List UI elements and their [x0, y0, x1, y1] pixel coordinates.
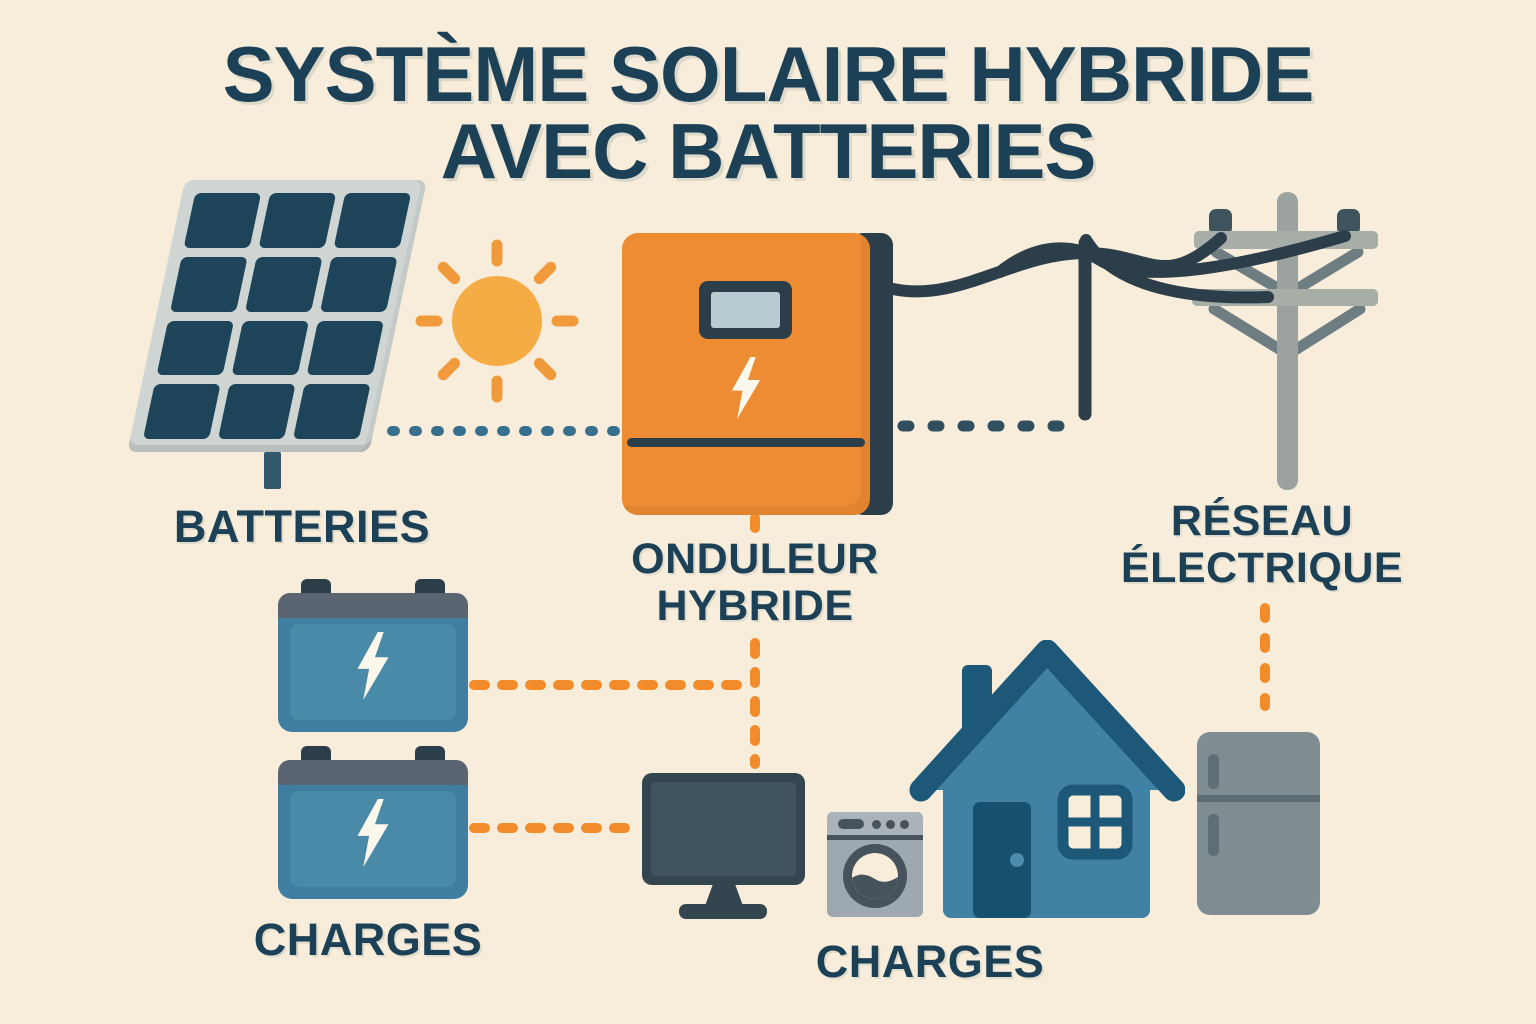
solar-cell — [258, 193, 337, 248]
house-door — [973, 802, 1031, 918]
solar-cell — [183, 193, 262, 248]
inverter-display-screen — [711, 292, 780, 328]
sun-rays — [415, 239, 579, 403]
lightning-bolt-icon — [357, 799, 389, 867]
grid-label-line1: RÉSEAU — [1170, 497, 1354, 545]
pole-brace — [1208, 303, 1290, 358]
door-knob — [1010, 853, 1024, 867]
inverter-label-line1: ONDULEUR — [631, 535, 879, 583]
sun-core — [452, 276, 542, 366]
monitor-base — [679, 904, 767, 919]
solar-cell — [320, 256, 398, 312]
solar-cell — [170, 256, 248, 312]
solar-cell — [292, 384, 371, 439]
solar-panel-stand — [264, 452, 281, 489]
solar-cell — [156, 320, 235, 376]
battery-terminal — [415, 746, 445, 764]
monitor-stand — [705, 885, 743, 906]
charges-left-label: CHARGES — [253, 914, 483, 965]
washer-panel-seam — [827, 835, 923, 840]
fridge-handle — [1208, 814, 1219, 856]
monitor-screen — [651, 782, 796, 876]
batteries-label: BATTERIES — [173, 501, 431, 552]
house-roof — [909, 640, 1185, 802]
house-icon — [909, 640, 1185, 918]
solar-cell — [217, 384, 296, 439]
washer-door — [843, 844, 907, 908]
pole-brace — [1210, 246, 1290, 298]
grid-label: RÉSEAU ÉLECTRIQUE — [1121, 498, 1403, 592]
inverter-label: ONDULEUR HYBRIDE — [631, 536, 879, 630]
house-gable — [935, 662, 1161, 790]
washer-display — [838, 819, 864, 829]
lightning-bolt-icon — [357, 632, 389, 700]
inverter-seam — [627, 438, 865, 447]
grid-wire — [1080, 234, 1274, 304]
battery-terminal — [415, 579, 445, 597]
refrigerator-icon — [1197, 732, 1320, 915]
solar-cell — [333, 193, 412, 248]
battery-terminal — [301, 579, 331, 597]
charges-bottom-label: CHARGES — [815, 936, 1045, 987]
fridge-door-seam — [1197, 795, 1320, 802]
pole-insulator — [1209, 209, 1232, 235]
solar-cell — [306, 320, 385, 376]
pole-brace — [1286, 303, 1366, 358]
sun-icon — [415, 239, 579, 403]
inverter-icon — [622, 233, 893, 515]
washer-knob — [872, 820, 881, 829]
lightning-bolt-icon — [731, 357, 761, 419]
fridge-handle — [1208, 754, 1219, 789]
grid-label-line2: ÉLECTRIQUE — [1120, 544, 1404, 592]
battery-icon — [278, 733, 468, 899]
pole-brace — [1286, 246, 1364, 298]
battery-top-band — [278, 593, 468, 618]
washing-machine-icon — [827, 812, 923, 917]
solar-cell — [231, 320, 310, 376]
house-window-frame — [1057, 784, 1133, 860]
washer-knob — [900, 820, 909, 829]
page-title-line2: AVEC BATTERIES — [440, 107, 1097, 195]
pole-insulator — [1337, 209, 1360, 235]
page-title: SYSTÈME SOLAIRE HYBRIDE AVEC BATTERIES — [118, 30, 1418, 195]
battery-icon — [278, 566, 468, 732]
page-title-line1: SYSTÈME SOLAIRE HYBRIDE — [222, 30, 1315, 118]
washer-knob — [886, 820, 895, 829]
solar-cell — [142, 384, 221, 439]
monitor-icon — [642, 773, 805, 919]
battery-terminal — [301, 746, 331, 764]
solar-cell — [245, 256, 323, 312]
grid-wire — [994, 230, 1351, 279]
battery-top-band — [278, 760, 468, 785]
inverter-label-line2: HYBRIDE — [656, 582, 854, 630]
pole-post — [1277, 192, 1298, 490]
